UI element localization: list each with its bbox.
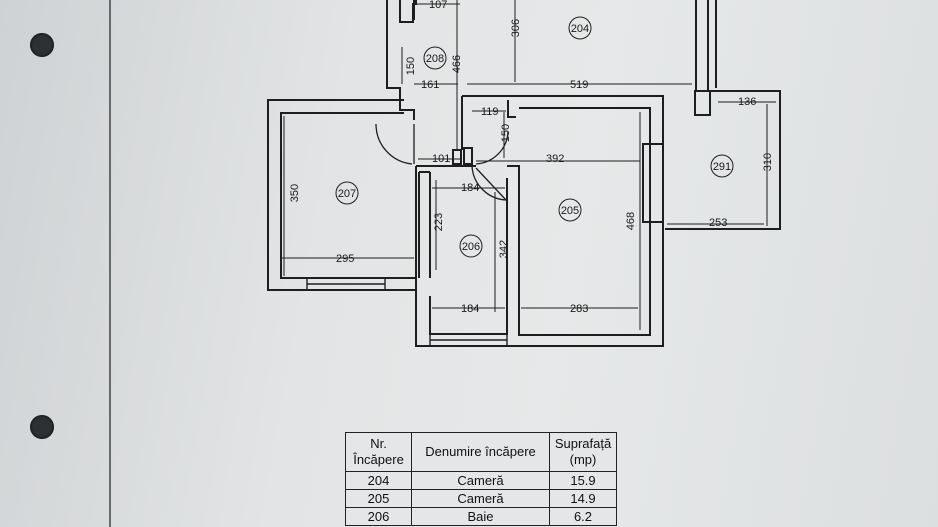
dim-101: 101 [432, 153, 450, 165]
dimension-lines [282, 0, 776, 330]
dim-150-left: 150 [405, 57, 417, 75]
room-area-table: Nr. Încăpere Denumire încăpere Suprafață… [345, 432, 617, 526]
dim-468: 468 [625, 212, 637, 230]
door-swings [375, 123, 509, 201]
dim-310: 310 [762, 153, 774, 171]
header-room-name: Denumire încăpere [411, 432, 550, 472]
dim-107: 107 [429, 0, 447, 11]
dim-119: 119 [481, 106, 499, 118]
room-206-label: 206 [462, 241, 480, 253]
cell-room-number: 205 [345, 489, 412, 508]
room-markers [335, 16, 734, 258]
cell-area: 6.2 [549, 507, 617, 526]
header-area: Suprafață (mp) [549, 432, 617, 472]
dim-519: 519 [570, 79, 588, 91]
dim-223: 223 [433, 213, 445, 231]
dim-184-bottom: 184 [461, 303, 479, 315]
cell-room-number: 206 [345, 507, 412, 526]
cell-area: 14.9 [549, 489, 617, 508]
room-204-label: 204 [571, 23, 589, 35]
windows [306, 277, 508, 347]
dim-283: 283 [570, 303, 588, 315]
header-room-number: Nr. Încăpere [345, 432, 412, 472]
dim-466: 466 [451, 55, 463, 73]
punch-hole-top [30, 33, 54, 57]
cell-room-name: Cameră [411, 471, 550, 490]
table-row: 204 Cameră 15.9 [345, 471, 617, 490]
dim-342: 342 [498, 240, 510, 258]
dim-253: 253 [709, 217, 727, 229]
dim-184-top: 184 [461, 182, 479, 194]
dim-161: 161 [421, 79, 439, 91]
cell-room-name: Cameră [411, 489, 550, 508]
cell-room-name: Baie [411, 507, 550, 526]
dim-136: 136 [738, 96, 756, 108]
table-header-row: Nr. Încăpere Denumire încăpere Suprafață… [345, 432, 617, 472]
punch-hole-bottom [30, 415, 54, 439]
table-row: 206 Baie 6.2 [345, 507, 617, 526]
table-row: 205 Cameră 14.9 [345, 489, 617, 508]
room-291-label: 291 [713, 161, 731, 173]
dim-295: 295 [336, 253, 354, 265]
room-207-label: 207 [338, 188, 356, 200]
dim-150-door: 150 [500, 124, 512, 142]
dim-306: 306 [510, 19, 522, 37]
dim-392: 392 [546, 153, 564, 165]
walls [267, 0, 781, 347]
room-208-label: 208 [426, 53, 444, 65]
dim-350: 350 [289, 184, 301, 202]
cell-room-number: 204 [345, 471, 412, 490]
cell-area: 15.9 [549, 471, 617, 490]
room-205-label: 205 [561, 205, 579, 217]
